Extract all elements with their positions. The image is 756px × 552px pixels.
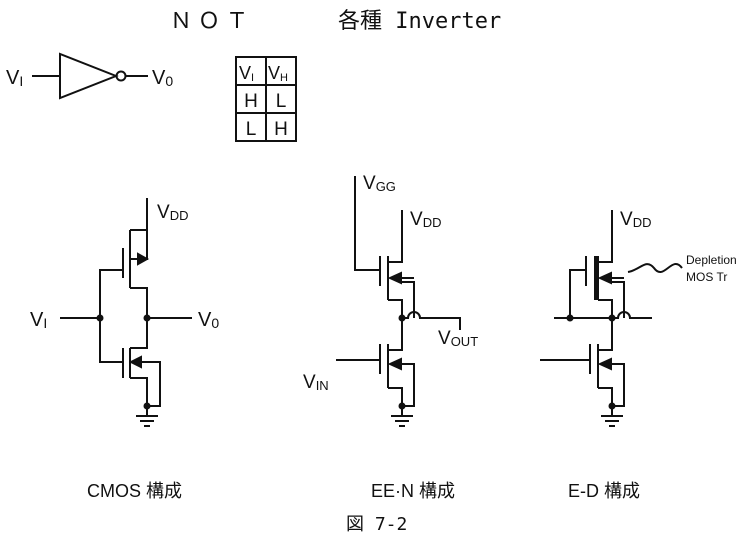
ed-vdd-rail	[598, 210, 613, 263]
figure-number: 図 7-2	[346, 514, 407, 535]
ed-inverter-circuit: VDD Depletion MOS Tr E-D 構成	[540, 209, 737, 501]
een-vgg-label: V	[363, 173, 376, 194]
cmos-vdd-subscript: DD	[170, 208, 189, 223]
truth-table: VI VH H L L H	[235, 56, 297, 142]
cmos-ground-symbol	[136, 415, 158, 427]
een-input-label: V	[303, 372, 316, 393]
svg-text:VI: VI	[30, 309, 47, 331]
svg-text:VDD: VDD	[620, 209, 651, 230]
een-output-wire	[402, 311, 461, 330]
table-cell: L	[246, 119, 257, 140]
een-output-subscript: OUT	[451, 334, 479, 349]
een-vdd-label: V	[410, 209, 423, 230]
cmos-caption: CMOS 構成	[87, 481, 182, 501]
inversion-bubble	[115, 70, 127, 82]
svg-text:VOUT: VOUT	[438, 328, 478, 349]
page-title: 各種 Inverter	[338, 9, 501, 34]
een-vgg-wire	[354, 176, 380, 271]
een-vdd-rail	[388, 210, 403, 263]
svg-text:V0: V0	[198, 309, 219, 331]
load-body-arrow	[387, 271, 402, 285]
svg-text:VDD: VDD	[410, 209, 441, 230]
gate-name: ＮＯＴ	[170, 8, 254, 33]
een-ground-symbol	[391, 415, 413, 427]
svg-text:VGG: VGG	[363, 173, 396, 194]
table-header-vi: V	[239, 63, 251, 83]
nmos-body-arrow	[128, 355, 142, 369]
table-cell: H	[244, 91, 258, 112]
cmos-output-subscript: 0	[211, 315, 219, 331]
cmos-input-subscript: I	[43, 315, 47, 331]
een-vgg-subscript: GG	[376, 179, 396, 194]
symbol-input-label: V	[6, 67, 20, 89]
driver-body-arrow	[387, 357, 402, 371]
depletion-note-line2: MOS Tr	[686, 270, 727, 284]
ed-vdd-label: V	[620, 209, 633, 230]
depletion-body-arrow	[597, 271, 612, 285]
svg-text:VH: VH	[268, 63, 288, 84]
ed-output-wire	[612, 311, 652, 319]
een-output-label: V	[438, 328, 451, 349]
een-input-subscript: IN	[316, 378, 329, 393]
svg-text:VIN: VIN	[303, 372, 329, 393]
table-header-vh-sub: H	[280, 72, 288, 84]
depletion-note-line1: Depletion	[686, 253, 737, 267]
buffer-triangle	[59, 52, 119, 100]
table-header-vi-sub: I	[251, 72, 254, 84]
symbol-output-label: V	[152, 67, 166, 89]
een-caption: EE·N 構成	[371, 481, 455, 501]
een-vdd-subscript: DD	[423, 215, 442, 230]
symbol-output-subscript: 0	[165, 73, 173, 89]
ed-caption: E-D 構成	[568, 481, 640, 501]
table-cell: H	[274, 119, 288, 140]
svg-text:VI: VI	[239, 63, 254, 84]
svg-text:VDD: VDD	[157, 202, 188, 223]
ed-driver-body-arrow	[597, 357, 612, 371]
cmos-input-label: V	[30, 309, 44, 331]
ed-vdd-subscript: DD	[633, 215, 652, 230]
pmos-body-arrow	[137, 252, 150, 266]
ed-ground-symbol	[601, 415, 623, 427]
svg-text:V0: V0	[152, 67, 173, 89]
cmos-output-label: V	[198, 309, 212, 331]
cmos-inverter-circuit: VDD VI V0	[30, 198, 219, 501]
table-header-vh: V	[268, 63, 280, 83]
depletion-pointer	[627, 263, 683, 273]
symbol-input-subscript: I	[19, 73, 23, 89]
not-gate-symbol: VI V0	[6, 52, 173, 100]
depletion-channel	[594, 256, 599, 300]
een-inverter-circuit: VGG VDD VOUT VIN EE·N 構成	[303, 173, 478, 501]
svg-text:VI: VI	[6, 67, 23, 89]
cmos-vdd-label: V	[157, 202, 170, 223]
table-cell: L	[276, 91, 287, 112]
